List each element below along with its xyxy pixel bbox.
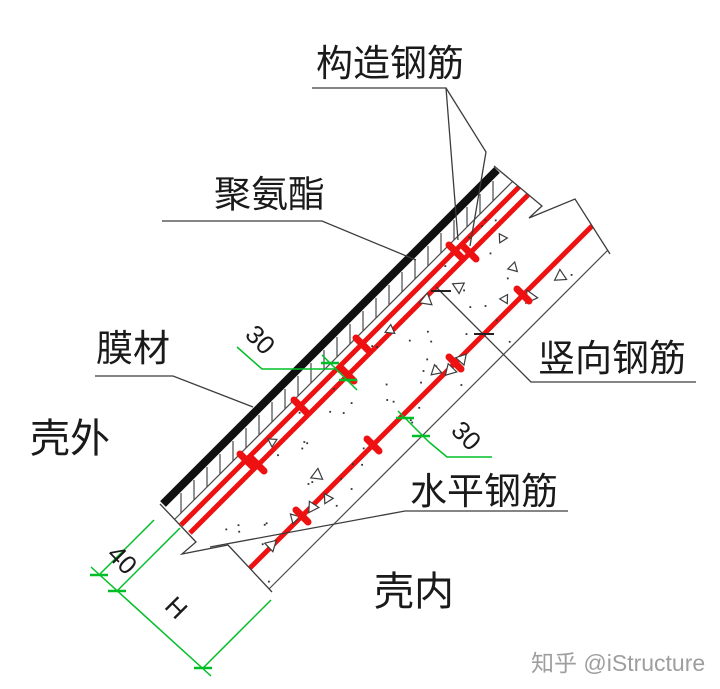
concrete-inner-surface-line [268, 249, 609, 590]
transverse-rebar-knobs [236, 241, 533, 526]
dimension-thickness: 40 H [90, 519, 272, 677]
concrete-outer-surface-line [174, 180, 514, 520]
leader-membrane [95, 375, 254, 408]
break-line-bottom [159, 503, 273, 593]
leader-lines [95, 87, 696, 548]
leader-horizontal-rebar [209, 510, 568, 548]
leader-construction-rebar-1 [312, 87, 459, 241]
membrane-line [160, 167, 500, 507]
leader-construction-rebar-2 [445, 87, 487, 247]
concrete-stipple [225, 219, 573, 583]
label-polyurethane: 聚氨酯 [214, 174, 325, 215]
dim-inner-cover-value: 30 [446, 415, 488, 457]
construction-rebar-line-outer [179, 185, 521, 527]
leader-vertical-rebar [435, 286, 696, 383]
inner-rebar-line [248, 224, 594, 570]
label-vertical-rebar: 竖向钢筋 [538, 338, 686, 379]
label-membrane: 膜材 [96, 328, 170, 369]
label-construction-rebar: 构造钢筋 [316, 43, 464, 84]
label-shell-exterior: 壳外 [30, 417, 110, 461]
shell-section [159, 165, 611, 593]
polyurethane-hatch [180, 181, 494, 513]
watermark: 知乎 @iStructure [531, 650, 705, 676]
label-shell-interior: 壳内 [374, 570, 454, 614]
label-horizontal-rebar: 水平钢筋 [410, 471, 558, 512]
leader-polyurethane [162, 220, 417, 261]
break-line-top [493, 165, 611, 255]
dim-shell-thickness-value: H [159, 590, 193, 624]
dimension-inner-cover: 30 [396, 410, 492, 458]
